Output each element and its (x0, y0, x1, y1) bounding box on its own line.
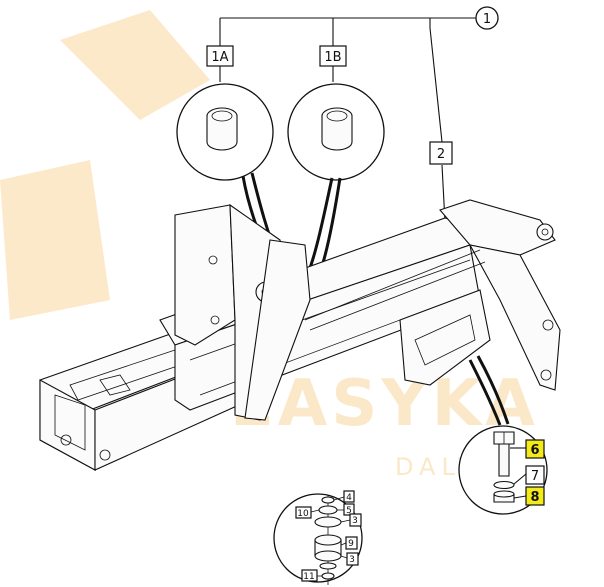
bushing-1b-detail (287, 83, 385, 181)
bushing-1a-detail (176, 83, 274, 181)
loader-main-frame (39, 199, 561, 471)
detail-label-3-lower: 3 (349, 555, 355, 565)
callout-6-label: 6 (530, 443, 539, 458)
callout-2-label: 2 (437, 147, 445, 162)
callout-1b-label: 1B (324, 50, 341, 65)
detail-label-4: 4 (346, 493, 352, 503)
callout-1: 1 (475, 6, 499, 30)
detail-label-10: 10 (297, 509, 309, 519)
detail-label-9: 9 (348, 539, 354, 549)
callout-7-label: 7 (531, 469, 539, 484)
callout-7: 7 (513, 465, 545, 485)
callout-1-label: 1 (483, 12, 491, 27)
callout-6: 6 (510, 439, 545, 459)
callout-1-leaders (219, 17, 476, 223)
detail-label-11: 11 (303, 572, 314, 582)
pin-stack-labels: 4 10 5 3 9 3 11 (295, 490, 362, 582)
callout-8: 8 (513, 486, 545, 506)
pin-stack-detail: 4 10 5 3 9 3 11 (273, 490, 363, 585)
detail-label-3-upper: 3 (352, 516, 358, 526)
detail-label-5: 5 (346, 506, 352, 516)
callout-1a-label: 1A (211, 50, 228, 65)
bolt-detail-leader (468, 355, 510, 426)
callout-1a: 1A (206, 45, 234, 82)
callout-2: 2 (429, 141, 453, 165)
callout-8-label: 8 (530, 490, 539, 505)
callout-1b: 1B (319, 45, 347, 82)
